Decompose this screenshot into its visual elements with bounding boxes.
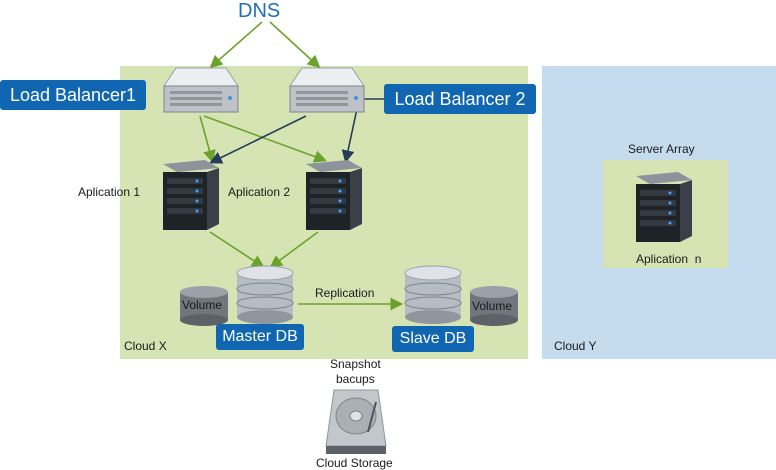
rack-server-icon: [163, 67, 239, 113]
server-array-title: Server Array: [628, 142, 695, 156]
application-n-label: Aplication n: [636, 252, 702, 266]
arrow-app1-master: [209, 231, 265, 268]
snapshot-label: Snapshot: [330, 357, 381, 371]
hard-drive-icon: [325, 389, 387, 454]
dns-label: DNS: [238, 0, 281, 22]
arrow-dns-lb1: [209, 21, 263, 69]
tower-server-icon: [163, 160, 219, 230]
arrow-lb2-app2: [341, 103, 359, 164]
rack-server-icon: [289, 67, 365, 113]
volume-1-label: Volume: [182, 298, 223, 312]
master-db-badge: Master DB: [216, 324, 304, 350]
volume-2-label: Volume: [472, 299, 513, 313]
cloud-y-label: Cloud Y: [554, 339, 597, 353]
volume-cylinder-icon: [470, 286, 518, 326]
load-balancer-2-badge: Load Balancer 2: [384, 84, 536, 114]
cloud-x-label: Cloud X: [124, 339, 167, 353]
arrow-lb2-app1: [209, 115, 307, 164]
slave-db-badge: Slave DB: [392, 326, 474, 352]
application-2-label: Aplication 2: [228, 185, 291, 199]
arrow-app2-master: [269, 231, 319, 268]
application-1-label: Aplication 1: [78, 185, 141, 199]
database-icon: [236, 265, 294, 324]
arrow-lb1-app1: [199, 115, 216, 164]
replication-label: Replication: [315, 286, 375, 300]
arrow-dns-lb2: [269, 21, 321, 69]
load-balancer-1-badge: Load Balancer1: [0, 80, 146, 110]
backups-label: bacups: [336, 372, 375, 386]
arrow-lb1-app2: [203, 115, 328, 163]
tower-server-icon: [306, 160, 362, 230]
cloud-storage-label: Cloud Storage: [316, 456, 393, 470]
tower-server-icon: [636, 172, 692, 242]
volume-cylinder-icon: [180, 286, 228, 326]
database-icon: [404, 265, 462, 324]
